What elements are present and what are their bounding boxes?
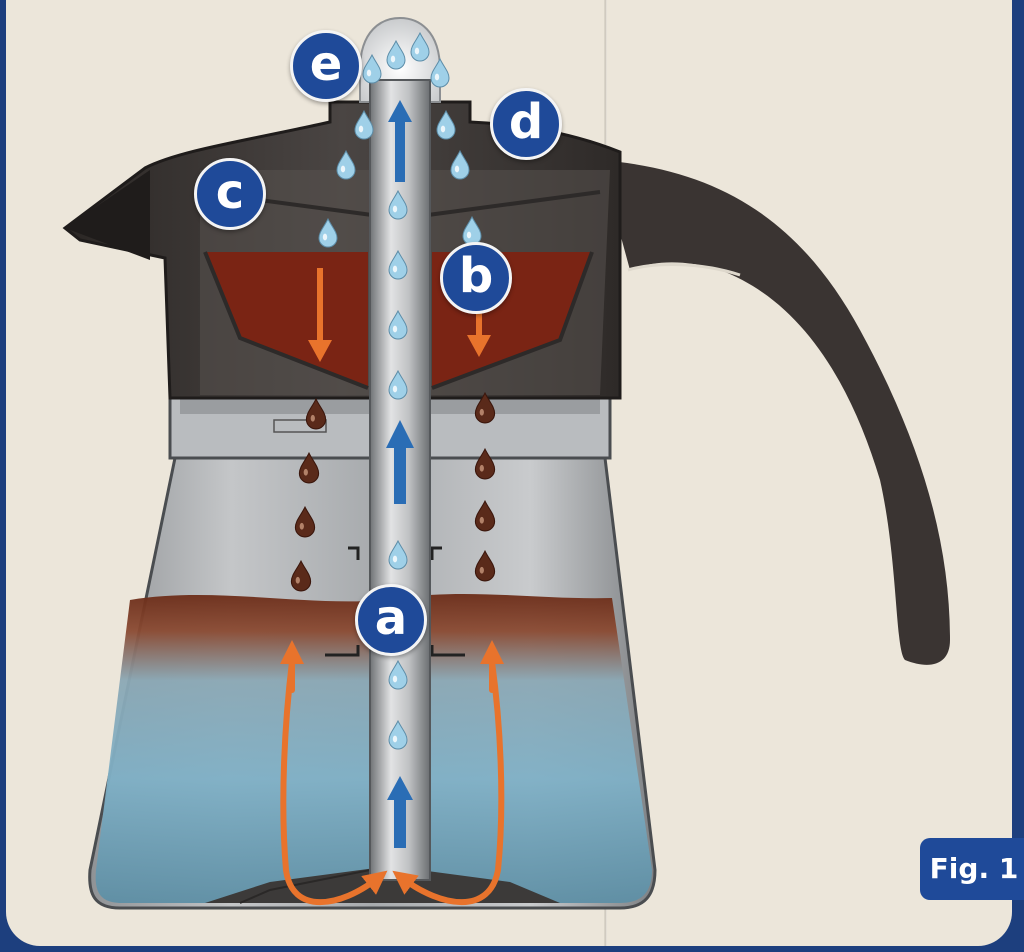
orange-grounds-arrows	[308, 268, 491, 362]
callout-d: d	[490, 88, 562, 160]
blue-steam-arrows	[386, 100, 414, 848]
pot-spout	[65, 170, 150, 260]
coffee-grounds-left	[205, 252, 368, 388]
callout-c: c	[194, 158, 266, 230]
callout-e: e	[290, 30, 362, 102]
figure-label: Fig. 1	[920, 838, 1024, 900]
pot-handle	[600, 160, 950, 665]
orange-flow-arrows	[280, 640, 505, 906]
callout-b: b	[440, 242, 512, 314]
callout-a: a	[355, 584, 427, 656]
